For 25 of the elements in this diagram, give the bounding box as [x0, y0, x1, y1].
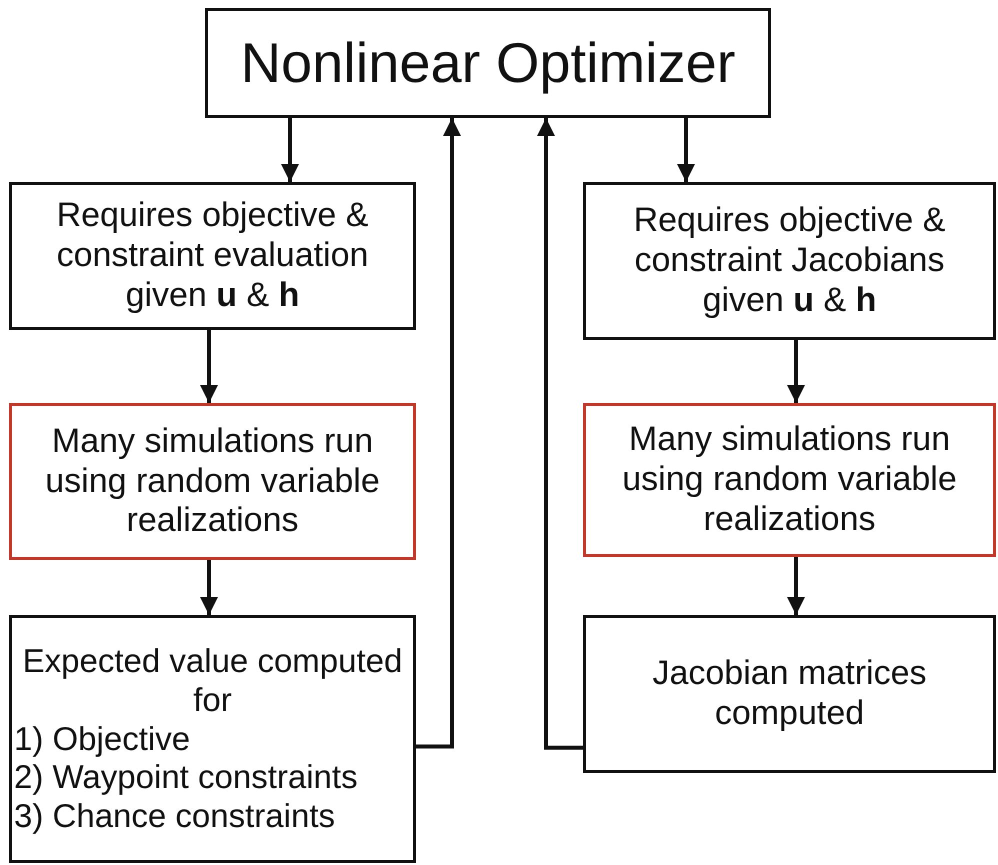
arrow: [200, 560, 218, 615]
arrow: [787, 340, 805, 403]
box-text: Expected value computed for: [22, 642, 404, 720]
box-text: 1) Objective: [13, 720, 192, 758]
arrow: [677, 118, 695, 182]
arrow: [537, 118, 583, 750]
process-box: [583, 403, 996, 557]
box-text: 2) Waypoint constraints: [13, 758, 359, 797]
arrow: [787, 557, 805, 615]
process-box: [9, 403, 416, 560]
arrow: [281, 118, 299, 182]
process-box: [205, 8, 771, 118]
box-text: Many simulations run using random variable realizations: [621, 420, 958, 540]
process-box: [583, 182, 996, 340]
box-text: Requires objective & constraint evaluation given u & h: [56, 196, 370, 316]
box-text: 3) Chance constraints: [13, 796, 336, 836]
box-text: Nonlinear Optimizer: [240, 30, 736, 96]
process-box: [9, 615, 416, 863]
process-box: [583, 615, 996, 773]
box-text: Requires objective & constraint Jacobians given u & h: [632, 201, 946, 321]
box-text: Jacobian matrices computed: [651, 654, 928, 734]
arrow: [200, 330, 218, 403]
box-text: Many simulations run using random variable realizations: [44, 422, 381, 542]
process-box: [9, 182, 416, 330]
arrow: [416, 118, 461, 748]
